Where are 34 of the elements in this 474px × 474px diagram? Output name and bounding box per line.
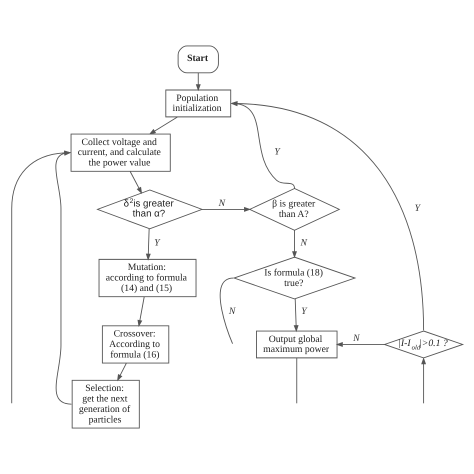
node-box: Mutation: according to formula (14) and (15): [98, 258, 196, 298]
arrow: [294, 298, 299, 332]
edge-label: Y: [274, 146, 280, 158]
arrow: [336, 342, 385, 347]
arrow: [146, 228, 151, 261]
edge-label: N: [218, 198, 226, 209]
arrow: [292, 230, 297, 258]
node-box: Selection: get the next generation of particles: [72, 380, 140, 428]
node-box: Crossover: According to formula (16): [102, 325, 170, 364]
node-box: Collect voltage and current, and calculate the power value: [70, 134, 171, 172]
node-box: Population initialization: [165, 90, 232, 118]
arrow: [230, 101, 295, 189]
edge-label: N: [353, 333, 360, 344]
node-diamond: δ$^{2}$is greater than α?: [96, 190, 204, 230]
edge-label: Y: [301, 306, 307, 318]
arrow: [202, 206, 252, 212]
node-diamond: Is formula (18) true?: [232, 256, 356, 300]
arrow: [196, 72, 201, 92]
edge-label: N: [300, 238, 307, 249]
connector: [296, 358, 298, 404]
node-diamond: |I-I$_{old}$|>0.1 ?: [383, 330, 464, 358]
edge-label: Y: [414, 203, 420, 214]
arrow: [138, 296, 145, 328]
arrow: [230, 101, 424, 331]
arrow: [130, 171, 142, 194]
edge-label: N: [228, 306, 236, 318]
node-diamond: β is greater than A?: [248, 188, 340, 231]
connector: [220, 278, 234, 344]
edge-label: Y: [154, 238, 160, 249]
node-box: Start: [178, 46, 219, 74]
arrow: [148, 116, 178, 135]
arrow: [117, 362, 127, 382]
arrow: [421, 357, 426, 404]
node-box: Output global maximum power: [256, 330, 338, 358]
